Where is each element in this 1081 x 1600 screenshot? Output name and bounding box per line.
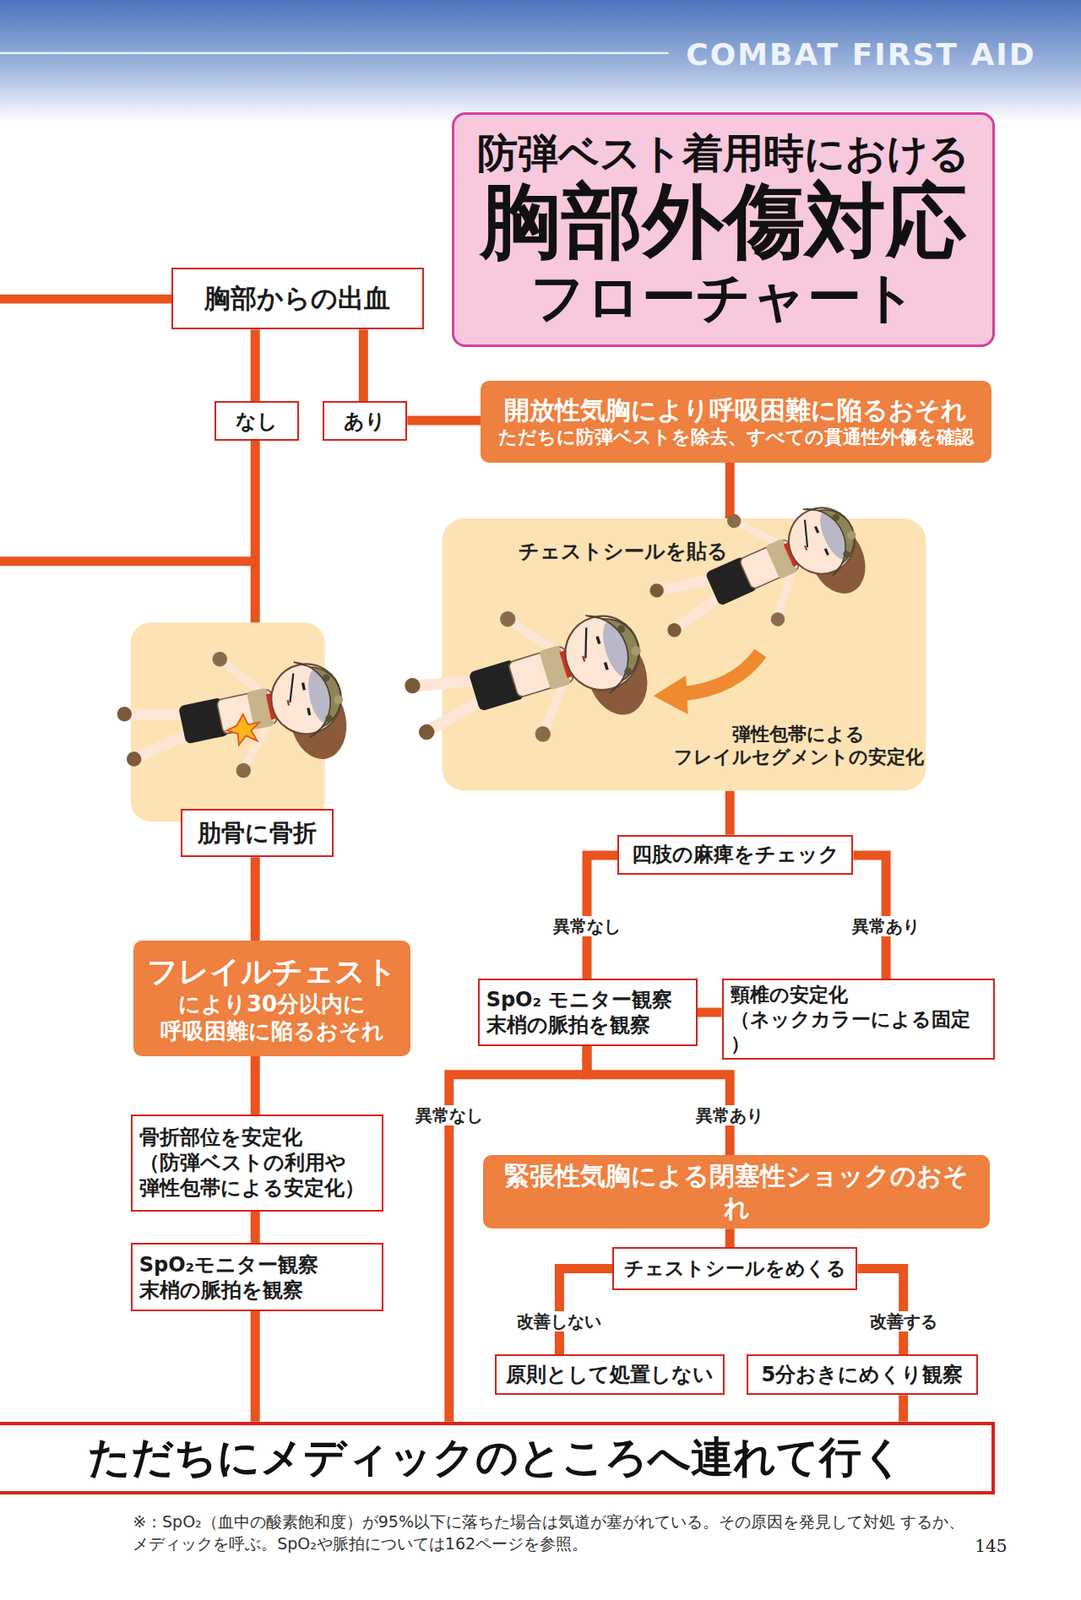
- node-text: 四肢の麻痺をチェック: [631, 841, 840, 868]
- flow-connector: [250, 1311, 261, 1423]
- branch-box: なし: [214, 401, 299, 441]
- process-box: 胸部からの出血: [171, 267, 424, 331]
- warning-box: フレイルチェストにより30分以内に 呼吸困難に陥るおそれ: [133, 940, 411, 1057]
- process-box: 5分おきにめくり観察: [746, 1354, 978, 1396]
- illustration-part: [0, 556, 256, 566]
- flow-connector: [250, 1056, 261, 1115]
- flow-connector: [725, 1228, 735, 1248]
- footnote: ※：SpO₂（血中の酸素飽和度）が95%以下に落ちた場合は気道が塞がれている。そ…: [132, 1510, 986, 1556]
- page-number: 145: [974, 1536, 1007, 1557]
- branch-label: 異常あり: [848, 916, 924, 937]
- node-text: 5分おきにめくり観察: [760, 1362, 963, 1388]
- check-box: チェストシールをめくる: [612, 1247, 858, 1291]
- illustration-panel: チェストシールを貼る弾性包帯による フレイルセグメントの安定化: [441, 518, 926, 792]
- section-header: COMBAT FIRST AID: [685, 37, 1036, 72]
- final-action-bar: ただちにメディックのところへ連れて行く: [0, 1422, 995, 1495]
- node-text: フローチャート: [530, 267, 918, 329]
- node-text: 頸椎の安定化 （ネックカラーによる固定）: [730, 983, 988, 1056]
- branch-label: 改善する: [866, 1311, 941, 1332]
- node-text: 胸部からの出血: [204, 282, 391, 316]
- illustration-part: [681, 652, 761, 694]
- node-text: なし: [235, 408, 278, 435]
- process-box: SpO₂モニター観察 末梢の脈拍を観察: [130, 1243, 385, 1312]
- check-box: 四肢の麻痺をチェック: [617, 835, 853, 875]
- illustration-part: [108, 629, 355, 802]
- flow-connector: [358, 329, 369, 402]
- node-text: チェストシールをめくる: [624, 1256, 847, 1282]
- flow-connector: [725, 791, 735, 836]
- node-text: により30分以内に 呼吸困難に陥るおそれ: [141, 990, 402, 1046]
- branch-label: 異常なし: [549, 916, 625, 937]
- node-text: 肋骨に骨折: [197, 818, 317, 848]
- node-text: 防弾ベスト着用時における: [477, 130, 970, 177]
- node-text: 胸部外傷対応: [480, 176, 967, 268]
- flow-connector: [586, 1046, 730, 1156]
- node-text: 原則として処置しない: [505, 1362, 714, 1388]
- warning-box: 開放性気胸により呼吸困難に陥るおそれただちに防弾ベストを除去、すべての貫通性外傷…: [480, 380, 991, 463]
- node-text: フレイルチェスト: [146, 952, 397, 991]
- flow-connector: [250, 329, 261, 402]
- node-text: 骨折部位を安定化 （防弾ベストの利用や 弾性包帯による安定化）: [139, 1124, 376, 1201]
- illustration-part: [392, 577, 659, 777]
- illustration-part: [0, 294, 172, 305]
- node-text: あり: [343, 408, 386, 435]
- node-text: ただちにメディックのところへ連れて行く: [87, 1431, 905, 1485]
- flow-connector: [250, 1211, 261, 1244]
- branch-box: あり: [322, 401, 408, 441]
- process-box: SpO₂ モニター観察 末梢の脈拍を観察: [478, 978, 698, 1047]
- illustration-part: [226, 714, 260, 745]
- warning-box: 緊張性気胸による閉塞性ショックのおそれ: [483, 1155, 991, 1229]
- node-text: 弾性包帯による フレイルセグメントの安定化: [671, 722, 926, 770]
- node-text: SpO₂モニター観察 末梢の脈拍を観察: [139, 1252, 376, 1304]
- branch-label: 改善しない: [513, 1311, 605, 1332]
- flow-connector: [407, 416, 481, 426]
- flow-connector: [697, 1008, 723, 1018]
- branch-label: 異常なし: [412, 1105, 487, 1126]
- process-box: 肋骨に骨折: [180, 809, 334, 858]
- branch-label: 異常あり: [692, 1105, 767, 1126]
- process-box: 骨折部位を安定化 （防弾ベストの利用や 弾性包帯による安定化）: [130, 1114, 385, 1212]
- illustration-part: [653, 675, 689, 715]
- process-box: 頸椎の安定化 （ネックカラーによる固定）: [722, 978, 996, 1060]
- illustration-part: [0, 0, 1081, 123]
- node-text: SpO₂ モニター観察 末梢の脈拍を観察: [486, 987, 690, 1038]
- process-box: 原則として処置しない: [494, 1354, 725, 1396]
- title-box: 防弾ベスト着用時における胸部外傷対応フローチャート: [451, 112, 995, 348]
- flow-connector: [250, 857, 261, 941]
- node-text: チェストシールを貼る: [518, 538, 728, 565]
- illustration-part: [634, 472, 878, 669]
- node-text: 開放性気胸により呼吸困難に陥るおそれ: [504, 394, 967, 427]
- flow-connector: [898, 1395, 908, 1422]
- node-text: ただちに防弾ベストを除去、すべての貫通性外傷を確認: [498, 425, 974, 450]
- flow-connector: [725, 462, 735, 520]
- node-text: 緊張性気胸による閉塞性ショックのおそれ: [491, 1160, 983, 1224]
- illustration-part: [0, 52, 669, 55]
